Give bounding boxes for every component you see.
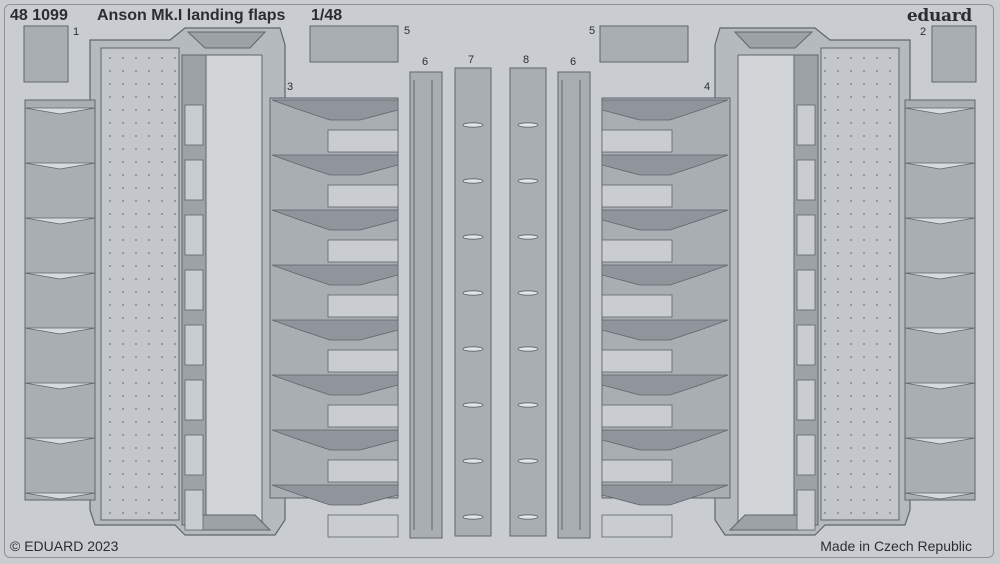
copyright-text: © EDUARD 2023 xyxy=(10,538,119,554)
part-number-7: 7 xyxy=(468,54,475,66)
part-number-2: 2 xyxy=(920,26,927,38)
part-number-4: 4 xyxy=(704,81,711,93)
origin-text: Made in Czech Republic xyxy=(820,538,972,554)
part-number-1: 1 xyxy=(73,26,80,38)
part-number-3: 3 xyxy=(287,81,294,93)
part-number-6-right: 6 xyxy=(570,56,577,68)
product-code: 48 1099 xyxy=(10,7,68,24)
fret-border xyxy=(4,4,994,558)
part-number-8: 8 xyxy=(523,54,530,66)
rib-details xyxy=(24,99,976,538)
product-title: Anson Mk.I landing flaps xyxy=(97,7,286,24)
product-scale: 1/48 xyxy=(311,7,343,24)
brand-logo: eduard xyxy=(906,6,972,26)
part-number-5-left: 5 xyxy=(404,25,411,37)
part-number-5-right: 5 xyxy=(589,25,596,37)
strip-details xyxy=(413,80,581,530)
part-number-6-left: 6 xyxy=(422,56,429,68)
